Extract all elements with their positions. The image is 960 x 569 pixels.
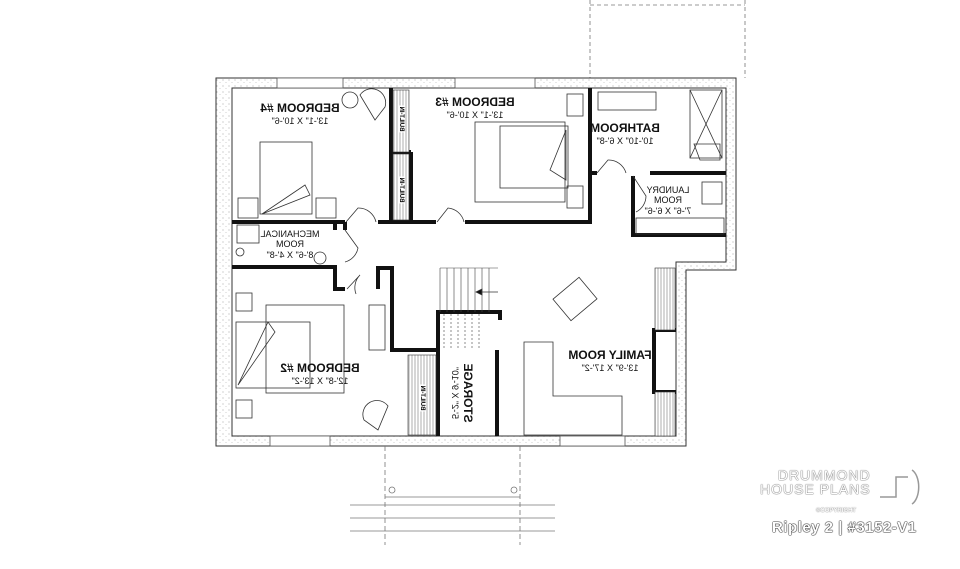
- room-name: ROOM: [654, 195, 683, 206]
- built-in-label: BUILT-IN: [398, 176, 404, 204]
- furniture: [235, 88, 725, 436]
- room-dims: 5'-2" X 9'-10": [450, 367, 461, 419]
- room-dims: 13'-9" X 17'-2": [581, 362, 639, 373]
- plan-name: Ripley 2 | #3152-V1: [772, 519, 917, 536]
- built-in-label: BUILT-IN: [419, 384, 425, 412]
- room-dims: 12'-8" X 13'-2": [291, 375, 349, 386]
- copyright: ©COPYRIGHT: [816, 508, 857, 514]
- room-dims: 8'-6" X 4'-8": [266, 249, 314, 260]
- room-name: BEDROOM #4: [260, 101, 340, 115]
- room-name: FAMILY ROOM: [568, 348, 652, 362]
- room-name: BEDROOM #2: [280, 361, 360, 375]
- pergola: [589, 0, 746, 78]
- room-dims: 7'-6" X 6'-6": [644, 205, 692, 216]
- built-in-label: BUILT-IN: [398, 105, 404, 133]
- room-name: STORAGE: [461, 363, 476, 423]
- room-bathroom: BATHROOM 10'-10" X 6'-8": [590, 121, 660, 146]
- room-dims: 13'-1" X 10'-6": [271, 115, 329, 126]
- room-bedroom-2: BEDROOM #2 12'-8" X 13'-2": [280, 361, 360, 386]
- room-name: BEDROOM #3: [435, 95, 515, 109]
- front-steps: [350, 446, 555, 545]
- room-family: FAMILY ROOM 13'-9" X 17'-2": [568, 348, 652, 373]
- room-bedroom-3: BEDROOM #3 13'-1" X 10'-6": [435, 95, 515, 120]
- room-name: ROOM: [276, 239, 305, 250]
- room-bedroom-4: BEDROOM #4 13'-1" X 10'-6": [260, 101, 340, 126]
- room-mechanical: MECHANICAL ROOM 8'-6" X 4'-8": [260, 229, 319, 260]
- room-name: MECHANICAL: [260, 229, 320, 239]
- room-dims: 10'-10" X 6'-8": [596, 135, 654, 146]
- room-name: BATHROOM: [590, 121, 660, 135]
- drummond-logo: DRUMMOND HOUSE PLANS: [760, 468, 871, 496]
- room-dims: 13'-1" X 10'-6": [446, 109, 504, 120]
- room-laundry: LAUNDRY ROOM 7'-6" X 6'-6": [645, 185, 692, 216]
- logo-line1: DRUMMOND: [777, 467, 871, 483]
- room-storage: STORAGE 5'-2" X 9'-10": [450, 363, 476, 423]
- room-name: LAUNDRY: [646, 185, 690, 195]
- logo-line2: HOUSE PLANS: [760, 481, 871, 497]
- drummond-logo-mark: [880, 469, 920, 505]
